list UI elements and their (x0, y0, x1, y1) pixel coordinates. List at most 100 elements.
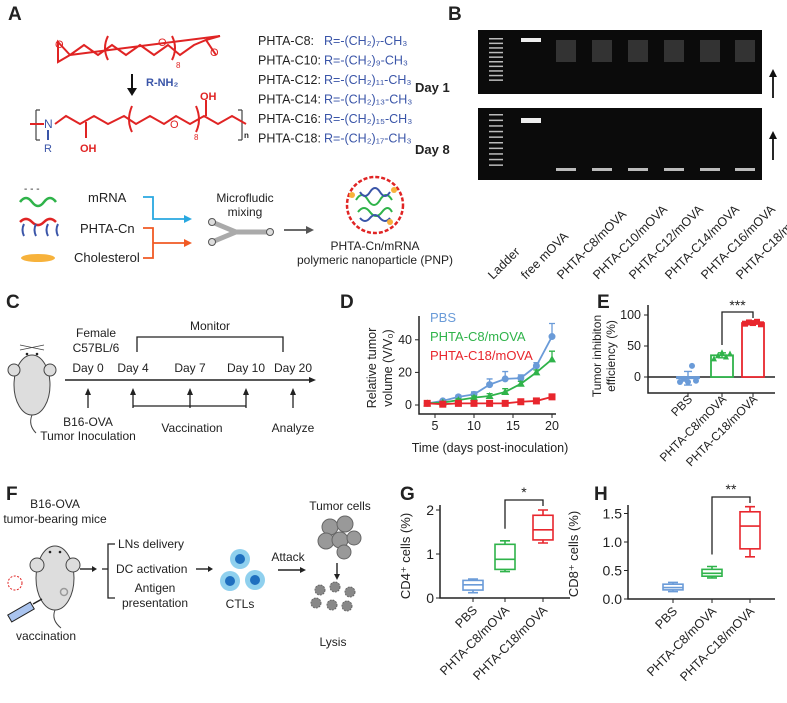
repeat-count: 8 (176, 61, 181, 70)
whisker (500, 540, 510, 573)
x-tick-label: PBS (453, 603, 481, 631)
arrow-head (243, 388, 249, 395)
significance-label: * (521, 484, 527, 500)
ctl-cells-icon (220, 549, 265, 591)
tumor-mouse-icon (29, 545, 81, 629)
migration-arrow-icon (769, 131, 777, 160)
polymer-structure (30, 100, 247, 141)
vaccination-label: Vaccination (161, 421, 222, 435)
y-tick-label: 0 (634, 370, 641, 384)
box (532, 514, 554, 541)
epoxide-o-left: O (55, 39, 64, 51)
data-point (485, 392, 494, 400)
data-point (439, 400, 447, 408)
ladder-band (489, 153, 503, 155)
nanoparticle-icon (345, 175, 405, 235)
arrow-icon (196, 566, 213, 572)
panel-label-b: B (448, 4, 462, 25)
ladder-band (489, 51, 503, 54)
polymer-n: n (244, 131, 249, 140)
data-point (517, 398, 525, 406)
data-point (532, 368, 541, 376)
y-tick-label: 0.5 (603, 563, 623, 579)
nanoparticle-icon (7, 575, 23, 591)
series-name: PHTA-C12: (258, 73, 321, 87)
polymer-ether-o: O (170, 119, 179, 131)
ladder-band (489, 56, 503, 58)
y-tick-label: 40 (398, 333, 412, 347)
component-mrna: mRNA (88, 190, 127, 205)
analyze-label: Analyze (272, 421, 315, 435)
up-arrow-icon (243, 388, 249, 408)
series-r-group: R=-(CH₂)₁₇-CH₃ (324, 132, 412, 146)
data-point (548, 355, 556, 363)
x-tick-label: PHTA-C8/mOVA (644, 604, 719, 679)
band-free-mova (521, 118, 541, 123)
panel-label-a: A (8, 4, 22, 25)
x-tick-label: PBS (668, 392, 695, 419)
x-tick-label: 15 (506, 419, 520, 433)
cholesterol-icon (21, 254, 55, 262)
whisker (468, 578, 478, 594)
timeline-day: Day 4 (117, 361, 149, 375)
arrow-head (130, 388, 136, 395)
whisker (745, 505, 755, 558)
box-1 (494, 540, 516, 573)
box-0 (462, 578, 484, 594)
x-tick-label: 5 (432, 419, 439, 433)
data-point (548, 393, 556, 401)
series-name: PHTA-C14: (258, 93, 321, 107)
band-released (628, 168, 648, 171)
data-point (470, 393, 478, 401)
arrow-icon (334, 563, 340, 580)
ladder-band (489, 65, 503, 68)
polymer-repeat-count: 8 (194, 133, 199, 142)
data-point (689, 362, 695, 369)
y-tick-label: 100 (620, 308, 641, 322)
data-point (486, 399, 494, 407)
band-released (700, 168, 720, 171)
box (739, 510, 761, 550)
ether-o: O (158, 37, 167, 49)
series-name: PHTA-C10: (258, 54, 321, 68)
panel-label-h: H (594, 484, 608, 505)
ladder-band (489, 42, 503, 45)
gel-bands (489, 38, 755, 171)
timeline-axis (65, 377, 316, 383)
series-r-group: R=-(CH₂)₁₃-CH₃ (324, 93, 412, 107)
data-point (501, 387, 510, 395)
component-cholesterol: Cholesterol (74, 250, 140, 265)
bar (741, 322, 765, 378)
ladder-band (489, 130, 503, 133)
box-1 (701, 565, 723, 579)
arrow-icon (278, 567, 306, 573)
series-r-group: R=-(CH₂)₁₁-CH₃ (324, 73, 411, 87)
mrna-arrow-icon (143, 196, 192, 223)
y-axis-label: CD8⁺ cells (%) (566, 511, 581, 597)
series-name: PHTA-C8: (258, 34, 314, 48)
ladder-band (489, 125, 503, 127)
significance-label: ** (726, 481, 737, 497)
band-well-smear (592, 40, 612, 62)
panel-label-c: C (6, 292, 20, 313)
component-phta: PHTA-Cn (80, 221, 135, 236)
series-r-group: R=-(CH₂)₇-CH₃ (324, 34, 407, 48)
series-name: PHTA-C16: (258, 112, 321, 126)
arrow-head (187, 388, 193, 395)
significance-bracket (721, 311, 754, 345)
migration-arrow-icon (769, 69, 777, 98)
tumor-cells-icon (317, 515, 362, 560)
y-axis-label: Relative tumor (365, 328, 379, 409)
data-point (711, 355, 717, 362)
hydroxyl-2: OH (200, 91, 217, 103)
y-tick-label: 0 (405, 398, 412, 412)
y-axis-label: efficiency (%) (604, 320, 618, 392)
box-0 (662, 581, 684, 593)
data-point (693, 377, 699, 384)
band-well-smear (628, 40, 648, 62)
